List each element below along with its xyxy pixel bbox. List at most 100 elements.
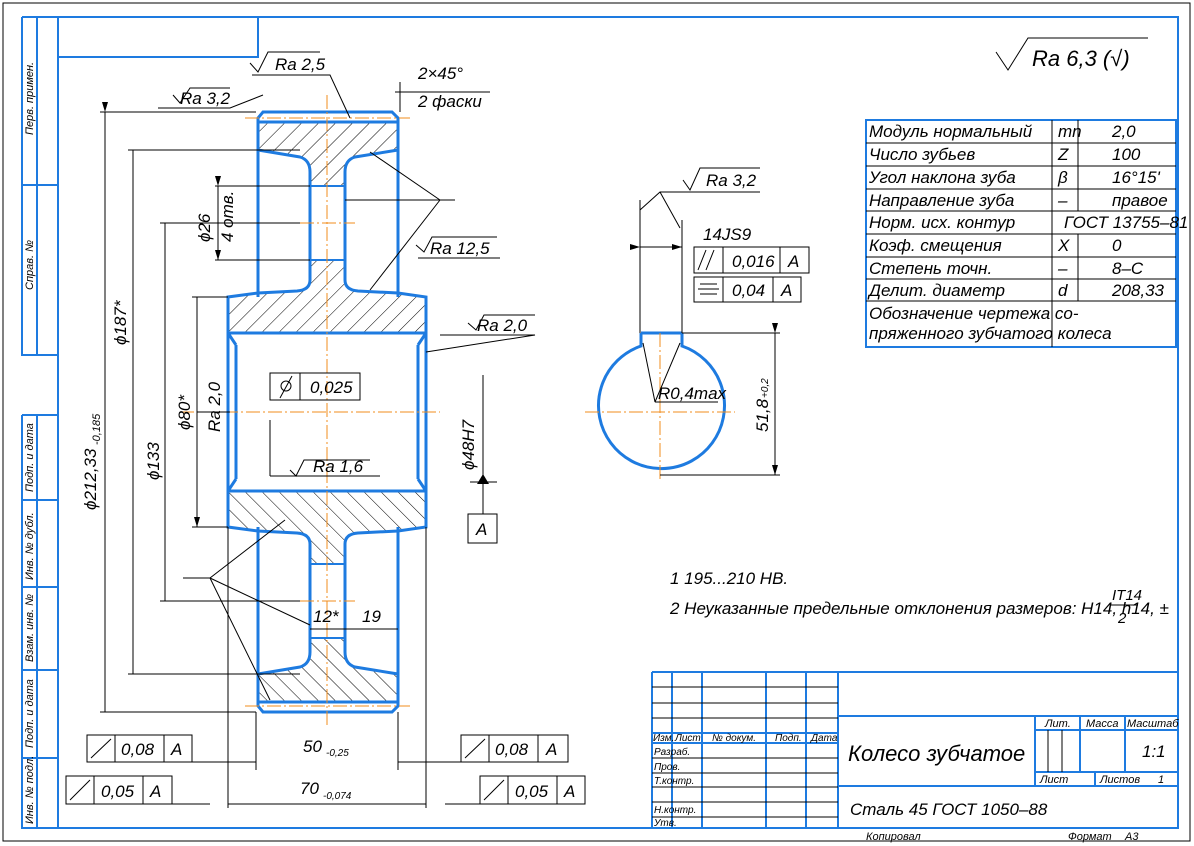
- title-block-scale-label: Масштаб: [1127, 718, 1179, 730]
- annotations-ra-20-bore: Ra 2,0: [205, 381, 224, 432]
- annotations-dia-133: ϕ133: [144, 442, 163, 480]
- param-value: 2,0: [1111, 122, 1136, 141]
- datum-a-box: A: [467, 513, 498, 544]
- param-symbol: X: [1057, 236, 1070, 255]
- inner-frame: [57, 16, 1179, 829]
- param-symbol: –: [1057, 191, 1068, 210]
- param-symbol: Z: [1057, 145, 1069, 164]
- annotations-chamfer: 2×45°: [417, 64, 463, 83]
- side-strip: Перв. примен. Справ. № Подп. и дата Инв.…: [21, 16, 58, 829]
- param-symbol: mn: [1058, 122, 1082, 141]
- strip-label: Перв. примен.: [24, 62, 36, 135]
- strip-label: Подп. и дата: [24, 679, 36, 748]
- annotations-tol-right-bottom-value: 0,05: [515, 782, 549, 801]
- top-left-box: [58, 17, 259, 58]
- annotations-datum: A: [475, 520, 487, 539]
- tolerance-frame-left-bottom: 0,05 A: [65, 775, 173, 805]
- tolerance-frame-right-top: 0,08 A: [460, 734, 569, 763]
- title-block-roles-1: Пров.: [654, 762, 680, 773]
- annotations-ra-25: Ra 2,5: [275, 55, 326, 74]
- roughness-general: Ra 6,3 (√): [1032, 46, 1130, 71]
- strip-label: Инв. № подл.: [24, 756, 36, 824]
- param-value: 208,33: [1111, 281, 1165, 300]
- param-value: 8–C: [1112, 259, 1144, 278]
- keyway-view-parallel-datum: A: [787, 252, 799, 271]
- param-value: 16°15': [1112, 168, 1161, 187]
- tolerance-frame-right-bottom: 0,05 A: [479, 775, 586, 805]
- param-name: Обозначение чертежа со-: [869, 304, 1079, 323]
- annotations-ra-20: Ra 2,0: [477, 316, 528, 335]
- title-block-col-headers-0: Изм.: [653, 733, 674, 744]
- runout-tolerance-frame: 0,025: [269, 372, 361, 401]
- keyway-view-symmetry-value: 0,04: [732, 281, 765, 300]
- strip-label: Справ. №: [24, 240, 36, 290]
- title-block-format: A3: [1124, 831, 1139, 843]
- annotations-hole-dia: ϕ26: [195, 213, 214, 242]
- annotations-width-70: 70: [300, 779, 319, 798]
- annotations-runout-value: 0,025: [310, 378, 353, 397]
- strip-label: Инв. № дубл.: [24, 512, 36, 580]
- annotations-tol-left-top-datum: A: [170, 740, 182, 759]
- annotations-width-70-tol: -0,074: [323, 791, 352, 802]
- annotations-tol-right-top-datum: A: [545, 740, 557, 759]
- strip-label: Взам. инв. №: [24, 594, 36, 662]
- param-symbol: –: [1057, 259, 1068, 278]
- title-block-col-headers-3: Подп.: [775, 733, 802, 744]
- annotations-chamfer-note: 2 фаски: [417, 92, 482, 111]
- datum-triangle: [477, 474, 489, 484]
- annotations-tol-left-bottom-value: 0,05: [101, 782, 135, 801]
- keyway-view-radius: R0,4max: [658, 384, 727, 403]
- keyway-view-depth: 51,8: [753, 398, 772, 432]
- annotations-web-19: 19: [362, 607, 381, 626]
- annotations-width-50: 50: [303, 737, 322, 756]
- annotations-dia-187: ϕ187*: [111, 299, 130, 345]
- keyway-view-ra: Ra 3,2: [706, 171, 757, 190]
- param-name: Делит. диаметр: [867, 281, 1005, 300]
- title-block-lit-label: Лит.: [1044, 718, 1071, 730]
- title-block-mass-label: Масса: [1086, 718, 1119, 730]
- param-symbol: d: [1058, 281, 1068, 300]
- notes-n2-den: 2: [1117, 610, 1127, 627]
- annotations-web-12: 12*: [313, 607, 340, 626]
- title-block-roles-4: Утв.: [653, 818, 677, 829]
- title-block-format-label: Формат: [1068, 831, 1112, 843]
- title-block: Изм. Лист № докум. Подп. Дата Разраб. Пр…: [651, 671, 1179, 843]
- annotations-tol-right-bottom-datum: A: [563, 782, 575, 801]
- annotations-ra-16: Ra 1,6: [313, 457, 364, 476]
- annotations-dia-80: ϕ80*: [175, 394, 194, 430]
- title-block-scale: 1:1: [1142, 742, 1166, 761]
- annotations: Ra 3,2 Ra 2,5 2×45° 2 фаски ϕ26 4 отв. R…: [81, 51, 535, 802]
- notes-n2: 2 Неуказанные предельные отклонения разм…: [669, 599, 1169, 618]
- param-name: Направление зуба: [869, 191, 1014, 210]
- annotations-tol-left-bottom-datum: A: [149, 782, 161, 801]
- title-block-sheets-label: Листов: [1099, 774, 1140, 786]
- param-name: Степень точн.: [869, 259, 992, 278]
- keyway-view-symmetry-datum: A: [780, 281, 792, 300]
- title-block-sheet-label: Лист: [1039, 774, 1068, 786]
- keyway-view-depth-tol: +0,2: [760, 378, 771, 398]
- annotations-dia-212: ϕ212,33: [81, 448, 100, 510]
- material: Сталь 45 ГОСТ 1050–88: [850, 800, 1048, 819]
- param-value: ГОСТ 13755–81: [1064, 213, 1188, 232]
- annotations-ra-125: Ra 12,5: [430, 239, 490, 258]
- annotations-tol-right-top-value: 0,08: [495, 740, 529, 759]
- dimension-lines: [100, 74, 568, 808]
- title-block-sheets: 1: [1158, 774, 1164, 786]
- title-block-col-headers-4: Дата: [810, 733, 838, 744]
- annotations-ra-32-top: Ra 3,2: [180, 89, 231, 108]
- title-block-roles-2: Т.контр.: [654, 776, 694, 787]
- drawing-title: Колесо зубчатое: [848, 741, 1025, 766]
- title-block-roles-3: Н.контр.: [654, 805, 696, 816]
- param-name: Модуль нормальный: [869, 122, 1033, 141]
- param-name: Норм. исх. контур: [869, 213, 1015, 232]
- technical-notes: 1 195...210 HB. 2 Неуказанные предельные…: [669, 569, 1169, 627]
- title-block-col-headers-1: Лист: [674, 733, 701, 744]
- annotations-dia-212-tol: -0,185: [91, 413, 103, 445]
- keyway-view-parallel-value: 0,016: [732, 252, 775, 271]
- strip-label: Подп. и дата: [24, 423, 36, 492]
